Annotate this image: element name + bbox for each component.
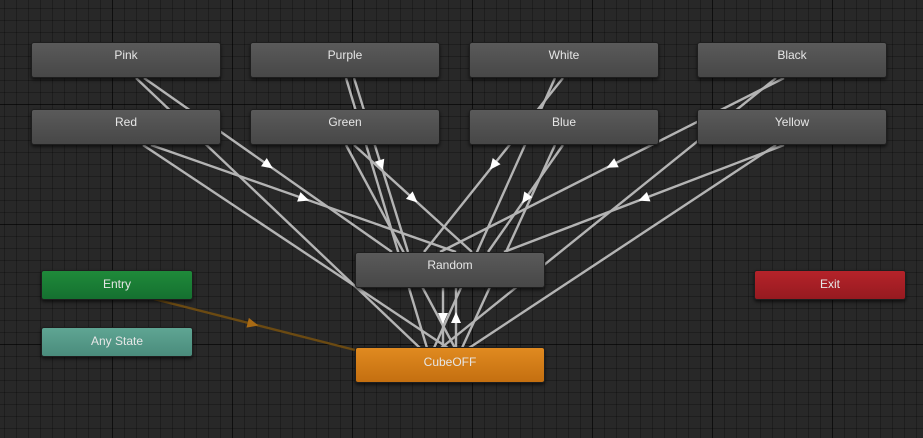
state-label: Blue [551,115,577,129]
state-pink[interactable]: Pink [31,42,221,78]
transition-arrow-icon [297,192,310,202]
state-label: White [548,48,580,62]
state-label: CubeOFF [423,355,477,369]
transition-arrow-icon [489,157,501,170]
state-label: Red [114,115,137,129]
state-purple[interactable]: Purple [250,42,440,78]
any-state-label: Any State [90,334,144,348]
transition-arrow-icon [246,317,259,328]
transition-arrow-icon [451,312,461,323]
state-blue[interactable]: Blue [469,109,659,145]
state-random[interactable]: Random [355,252,545,288]
state-white[interactable]: White [469,42,659,78]
entry-label: Entry [102,277,131,291]
transition-arrow-icon [374,158,385,171]
transition-arrow-icon [606,158,619,168]
state-cube-off[interactable]: CubeOFF [355,347,545,383]
transition-arrow-icon [438,313,448,324]
state-green[interactable]: Green [250,109,440,145]
state-yellow[interactable]: Yellow [697,109,887,145]
exit-node[interactable]: Exit [754,270,906,300]
exit-label: Exit [819,277,840,291]
any-state-node[interactable]: Any State [41,327,193,357]
state-black[interactable]: Black [697,42,887,78]
transition-arrow-icon [261,158,273,169]
transition-line[interactable] [344,144,457,349]
transition-line[interactable] [468,143,777,350]
state-label: Pink [114,48,138,62]
transition-arrow-icon [638,192,651,202]
state-red[interactable]: Red [31,109,221,145]
state-label: Purple [327,48,363,62]
entry-node[interactable]: Entry [41,270,193,300]
state-label: Black [777,48,807,62]
transition-line[interactable] [142,144,449,349]
transition-arrow-icon [522,191,533,204]
state-label: Random [427,258,473,272]
state-label: Yellow [774,115,810,129]
transition-arrow-icon [405,191,418,203]
state-label: Green [328,115,362,129]
